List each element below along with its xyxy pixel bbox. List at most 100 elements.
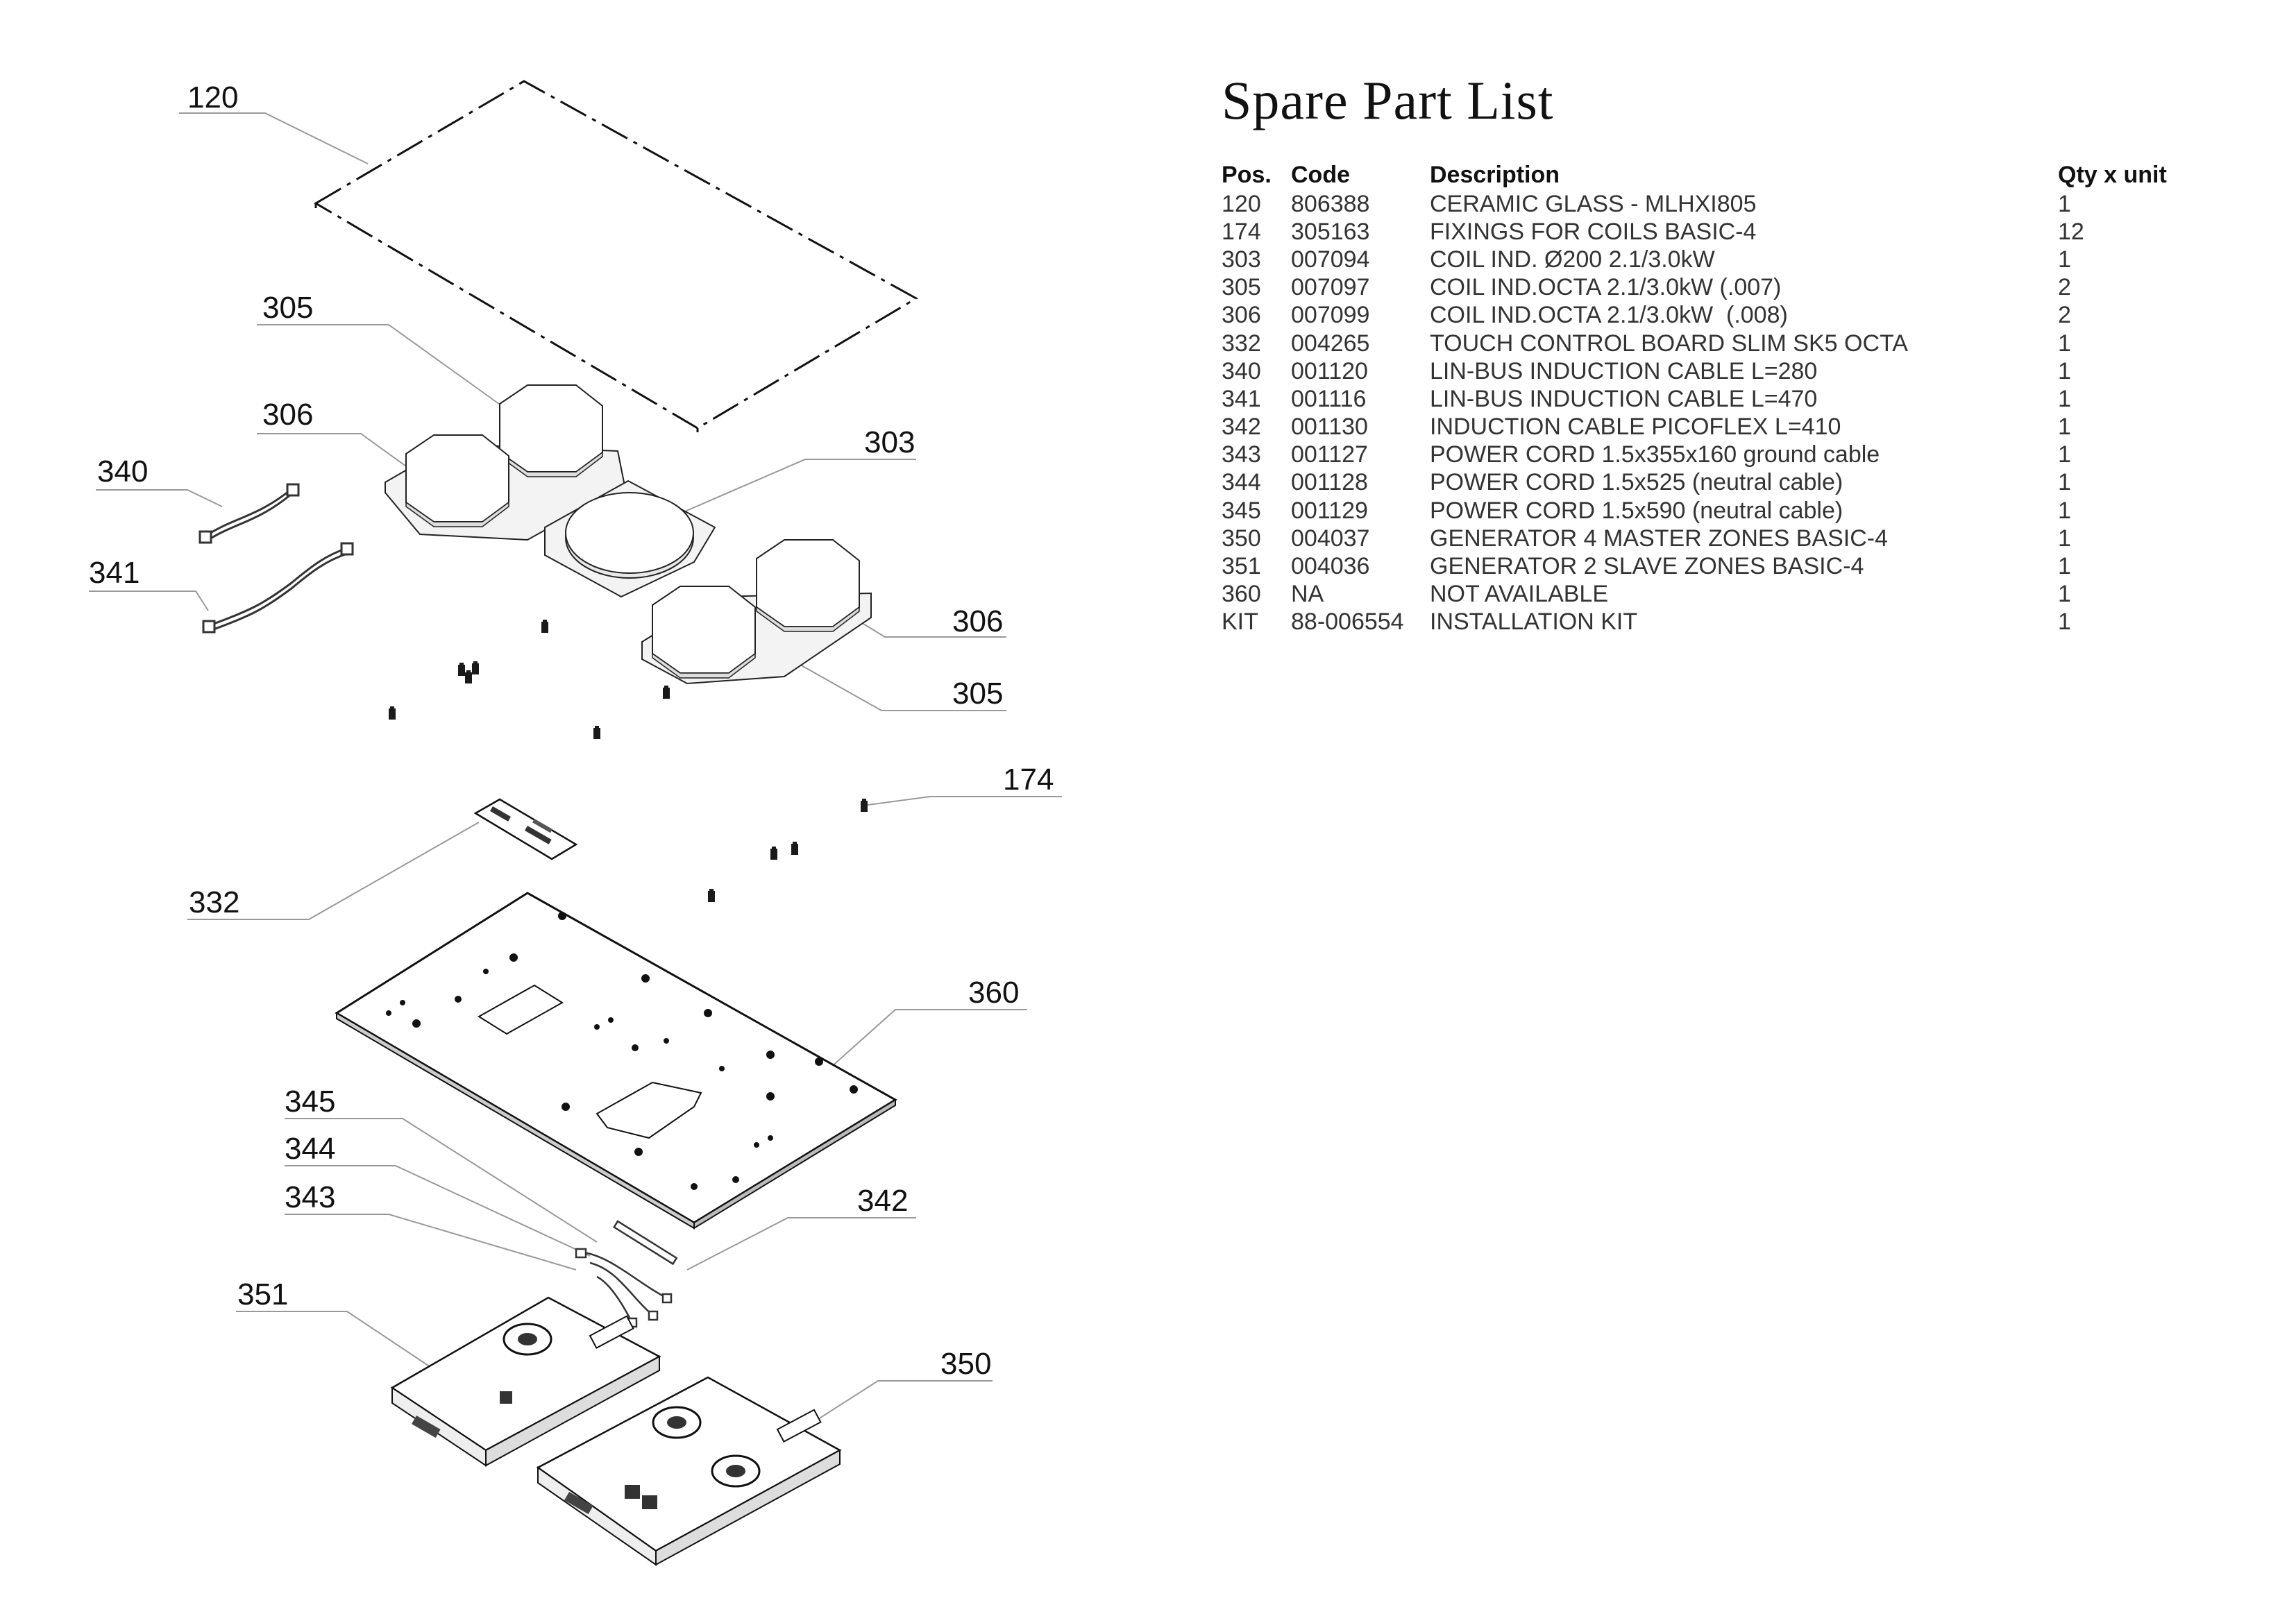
label-360: 360 [968, 976, 1019, 1010]
cell-pos: 350 [1222, 525, 1261, 552]
cell-qty: 1 [2058, 525, 2071, 552]
label-305-right: 305 [952, 677, 1003, 711]
cell-code: 007094 [1291, 246, 1370, 273]
spare-part-list-panel: Spare Part List Pos. Code Description Qt… [1222, 69, 2249, 636]
label-350: 350 [940, 1347, 991, 1381]
base-plate-part [335, 892, 897, 1230]
cell-code: 004036 [1291, 553, 1370, 580]
table-row: KIT 88-006554 INSTALLATION KIT 1 [1222, 609, 2231, 636]
coil-octa-pair-right [641, 539, 872, 685]
cell-code: 806388 [1291, 190, 1370, 217]
cell-code: 001120 [1291, 357, 1368, 384]
column-header-qty: Qty x unit [2058, 161, 2167, 188]
label-351: 351 [237, 1277, 288, 1311]
generator-slave-part [390, 1296, 661, 1467]
cell-description: LIN-BUS INDUCTION CABLE L=280 [1430, 357, 1818, 384]
cell-code: 004265 [1291, 330, 1370, 357]
cell-pos: 306 [1222, 302, 1261, 329]
cell-code: 88-006554 [1291, 609, 1404, 636]
exploded-view-diagram: 120 305 306 340 341 303 306 305 174 332 … [89, 80, 1062, 1566]
cell-qty: 1 [2058, 357, 2071, 384]
label-174: 174 [1003, 763, 1054, 797]
label-341: 341 [89, 556, 140, 590]
generator-master-part [536, 1376, 842, 1566]
cell-pos: 120 [1222, 190, 1261, 217]
label-340: 340 [97, 454, 148, 488]
cell-qty: 1 [2058, 497, 2071, 524]
cell-qty: 1 [2058, 190, 2071, 217]
table-row: 344 001128 POWER CORD 1.5x525 (neutral cab… [1222, 469, 2231, 497]
cell-pos: KIT [1222, 609, 1258, 636]
power-cords [575, 1220, 678, 1328]
cell-description: POWER CORD 1.5x525 (neutral cable) [1430, 469, 1843, 496]
touch-control-board-part [473, 798, 578, 860]
cell-qty: 1 [2058, 609, 2071, 636]
cell-pos: 340 [1222, 357, 1261, 384]
cell-description: COIL IND. Ø200 2.1/3.0kW [1430, 246, 1715, 273]
cell-qty: 1 [2058, 414, 2071, 441]
lin-bus-cables [199, 483, 354, 634]
cell-code: 001128 [1291, 469, 1368, 496]
cell-qty: 1 [2058, 469, 2071, 496]
table-row: 306 007099 COIL IND.OCTA 2.1/3.0kW (.008) 2 [1222, 302, 2231, 330]
cell-qty: 12 [2058, 218, 2084, 245]
label-344: 344 [285, 1132, 335, 1166]
column-header-pos: Pos. [1222, 161, 1272, 188]
cell-qty: 1 [2058, 246, 2071, 273]
cell-code: NA [1291, 581, 1324, 608]
label-332: 332 [189, 885, 239, 919]
cell-pos: 360 [1222, 581, 1261, 608]
label-303: 303 [864, 425, 915, 459]
cell-code: 001116 [1291, 385, 1367, 412]
cell-pos: 174 [1222, 218, 1261, 245]
label-306-left: 306 [262, 398, 313, 432]
cell-description: GENERATOR 2 SLAVE ZONES BASIC-4 [1430, 553, 1864, 580]
table-row: 342 001130 INDUCTION CABLE PICOFLEX L=410 1 [1222, 414, 2231, 441]
column-header-description: Description [1430, 161, 1560, 188]
cell-code: 305163 [1291, 218, 1370, 245]
leader-lines [89, 112, 1062, 1437]
label-343: 343 [285, 1180, 335, 1214]
label-342: 342 [857, 1184, 908, 1218]
cell-description: INDUCTION CABLE PICOFLEX L=410 [1430, 414, 1841, 441]
cell-description: NOT AVAILABLE [1430, 581, 1609, 608]
cell-qty: 2 [2058, 302, 2071, 329]
cell-description: INSTALLATION KIT [1430, 609, 1638, 636]
cell-pos: 344 [1222, 469, 1261, 496]
cell-code: 001130 [1291, 414, 1368, 441]
label-120: 120 [187, 80, 238, 114]
cell-code: 004037 [1291, 525, 1370, 552]
cell-pos: 343 [1222, 441, 1261, 468]
cell-pos: 341 [1222, 385, 1261, 412]
cell-code: 007099 [1291, 302, 1370, 329]
cell-qty: 1 [2058, 553, 2071, 580]
cell-description: COIL IND.OCTA 2.1/3.0kW (.008) [1430, 302, 1788, 329]
cell-description: TOUCH CONTROL BOARD SLIM SK5 OCTA [1430, 330, 1908, 357]
coil-round-part [544, 479, 716, 598]
cell-pos: 303 [1222, 246, 1261, 273]
label-306-right: 306 [952, 604, 1003, 638]
table-row: 340 001120 LIN-BUS INDUCTION CABLE L=280 1 [1222, 357, 2231, 385]
cell-description: LIN-BUS INDUCTION CABLE L=470 [1430, 385, 1818, 412]
cell-pos: 342 [1222, 414, 1261, 441]
label-305-left: 305 [262, 291, 313, 325]
cell-qty: 1 [2058, 330, 2071, 357]
cell-pos: 351 [1222, 553, 1261, 580]
cell-code: 001127 [1291, 441, 1368, 468]
cell-pos: 305 [1222, 274, 1261, 301]
cell-description: POWER CORD 1.5x355x160 ground cable [1430, 441, 1880, 468]
part-number-labels: 120 305 306 340 341 303 306 305 174 332 … [89, 80, 1054, 1381]
cell-pos: 345 [1222, 497, 1261, 524]
table-row: 351 004036 GENERATOR 2 SLAVE ZONES BASIC-4… [1222, 552, 2231, 580]
cell-qty: 2 [2058, 274, 2071, 301]
page-title: Spare Part List [1222, 70, 1554, 130]
cell-description: FIXINGS FOR COILS BASIC-4 [1430, 218, 1757, 245]
